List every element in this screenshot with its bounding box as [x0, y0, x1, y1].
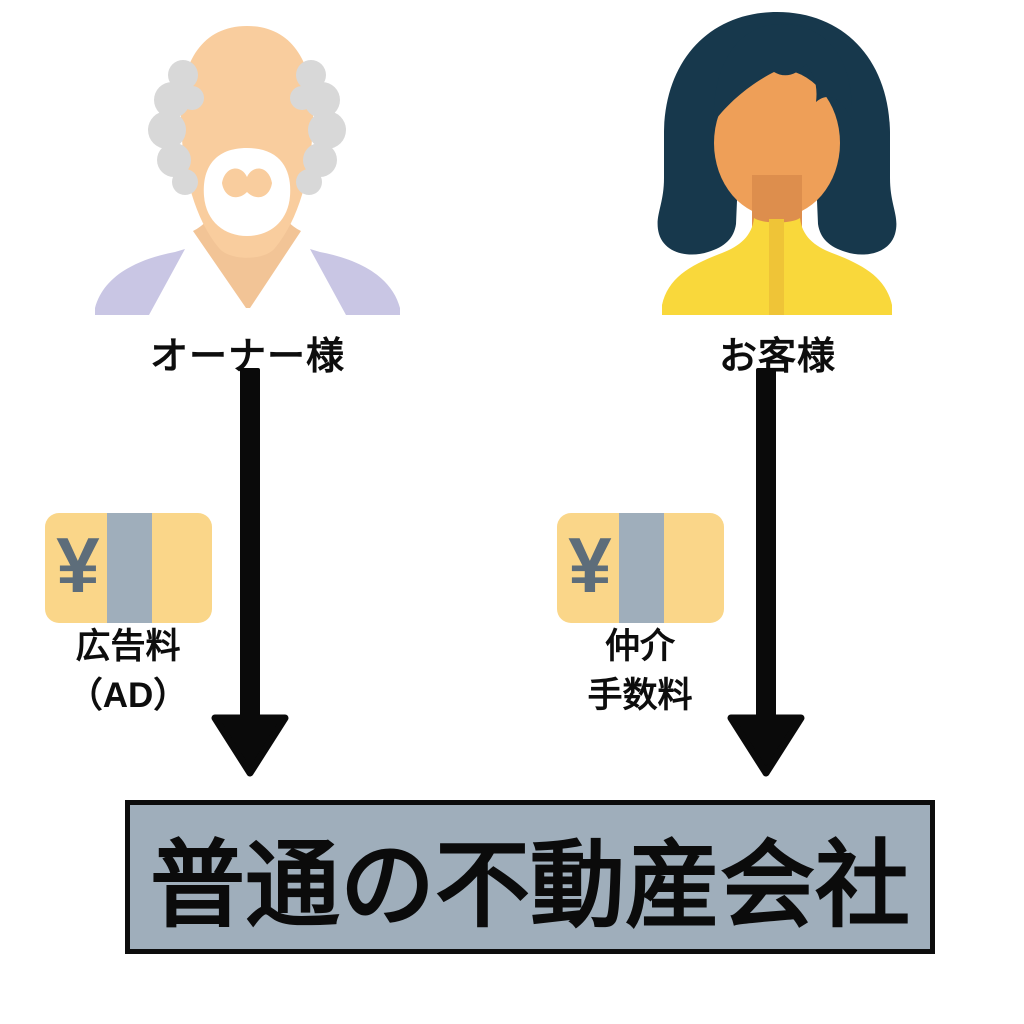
company-box: 普通の不動産会社: [125, 800, 935, 954]
owner-to-company-arrow-down-icon: [211, 368, 289, 777]
customer-bangs: [713, 24, 852, 122]
customer-neck: [752, 175, 802, 232]
banknote-band: [106, 513, 152, 623]
owner-left-shoulder: [95, 249, 185, 315]
yen-symbol: ¥: [56, 520, 100, 609]
customer-top-stripe: [769, 219, 784, 315]
owner-right-shoulder: [310, 249, 400, 315]
customer-label: お客様: [718, 336, 836, 378]
ad-fee-line1: 広告料: [75, 627, 181, 666]
customer-face: [714, 69, 840, 217]
brokerage-fee-line2: 手数料: [587, 676, 693, 715]
customer-avatar: [657, 12, 897, 315]
brokerage-fee-label: 仲介 手数料: [540, 622, 740, 720]
yen-banknote-icon: ¥: [45, 513, 212, 623]
ad-fee-line2: （AD）: [67, 676, 189, 715]
banknote-band: [618, 513, 664, 623]
owner-avatar: [95, 26, 400, 315]
company-label: 普通の不動産会社: [149, 832, 910, 939]
yen-banknote-icon: ¥: [557, 513, 724, 623]
owner-mouth: [222, 168, 272, 198]
owner-hair-tufts: [148, 60, 346, 195]
customer-to-company-arrow-down-icon: [727, 368, 805, 777]
ad-fee-label: 広告料 （AD）: [28, 622, 228, 720]
yen-symbol: ¥: [568, 520, 612, 609]
brokerage-fee-line1: 仲介: [604, 627, 675, 666]
